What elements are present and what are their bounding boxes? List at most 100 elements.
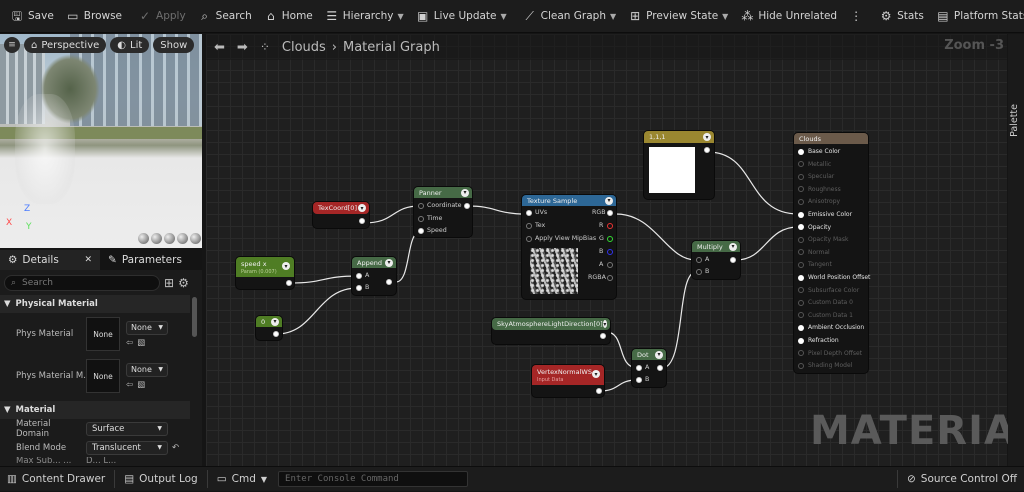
result-pin-row[interactable]: Subsurface Color	[798, 287, 859, 294]
phys-material-map-thumbnail[interactable]: None	[86, 359, 120, 393]
panner-output-pin[interactable]	[464, 203, 470, 209]
chevron-down-icon[interactable]: ▾	[703, 133, 711, 141]
result-input-pin[interactable]	[798, 274, 804, 281]
close-icon[interactable]: ✕	[84, 255, 92, 265]
blend-mode-select[interactable]: Translucent▼	[86, 440, 168, 455]
more-options-button[interactable]: ⋮	[843, 3, 869, 29]
chevron-down-icon[interactable]: ▾	[655, 350, 663, 359]
reset-icon[interactable]: ↶	[172, 442, 180, 453]
dot-input-b-pin[interactable]	[636, 377, 642, 383]
panner-speed-pin[interactable]	[418, 228, 424, 234]
result-input-pin[interactable]	[798, 211, 804, 218]
result-input-pin[interactable]	[798, 312, 804, 319]
live-update-dropdown[interactable]: ▣Live Update▼	[417, 9, 507, 23]
platform-stats-button[interactable]: ▤Platform Stats	[937, 9, 1024, 23]
browse-icon[interactable]: ▧	[137, 337, 146, 348]
result-pin-row[interactable]: Custom Data 0	[798, 299, 853, 306]
multiply-input-a-pin[interactable]	[696, 257, 702, 263]
node-texture-sample[interactable]: Texture Sample▾ UVs Tex Apply View MipBi…	[522, 195, 616, 299]
console-command-input[interactable]: Enter Console Command	[278, 471, 469, 487]
viewport-menu-button[interactable]: ≡	[4, 37, 20, 53]
result-pin-row[interactable]: Normal	[798, 249, 830, 256]
append-output-pin[interactable]	[386, 279, 392, 285]
phys-material-thumbnail[interactable]: None	[86, 317, 120, 351]
texture-uvs-pin[interactable]	[526, 210, 532, 216]
chevron-down-icon[interactable]: ▾	[282, 262, 290, 270]
apply-button[interactable]: ✓Apply	[139, 9, 186, 23]
details-search-input[interactable]: ⌕Search	[4, 275, 160, 291]
texture-a-pin[interactable]	[607, 262, 613, 268]
source-control-button[interactable]: ⊘Source Control Off	[906, 473, 1017, 485]
texcoord-output-pin[interactable]	[359, 218, 365, 224]
clean-graph-dropdown[interactable]: ⟋Clean Graph▼	[517, 3, 623, 29]
append-input-b-pin[interactable]	[356, 285, 362, 291]
multiply-output-pin[interactable]	[730, 257, 736, 263]
chevron-down-icon[interactable]: ▾	[592, 370, 600, 378]
browse-icon[interactable]: ▧	[137, 379, 146, 390]
sphere-preview-icon[interactable]	[138, 233, 149, 244]
sky-atmosphere-output-pin[interactable]	[600, 333, 606, 339]
home-button[interactable]: ⌂Home	[258, 3, 319, 29]
texture-r-pin[interactable]	[607, 223, 613, 229]
constant3-output-pin[interactable]	[704, 147, 710, 153]
category-material[interactable]: ▼Material	[0, 401, 190, 419]
result-input-pin[interactable]	[798, 261, 804, 268]
category-physical-material[interactable]: ▼Physical Material	[0, 295, 190, 313]
result-pin-row[interactable]: Metallic	[798, 161, 831, 168]
phys-material-dropdown[interactable]: None▼	[126, 320, 168, 335]
append-input-a-pin[interactable]	[356, 273, 362, 279]
speed-x-output-pin[interactable]	[286, 280, 292, 286]
details-scrollbar[interactable]	[192, 297, 197, 337]
result-pin-row[interactable]: Custom Data 1	[798, 312, 853, 319]
perspective-button[interactable]: ⌂Perspective	[24, 37, 107, 53]
result-input-pin[interactable]	[798, 173, 804, 180]
texture-tex-pin[interactable]	[526, 223, 532, 229]
show-button[interactable]: Show	[153, 37, 195, 53]
zero-output-pin[interactable]	[273, 331, 279, 337]
result-pin-row[interactable]: Pixel Depth Offset	[798, 350, 862, 357]
tab-details[interactable]: ⚙Details✕	[0, 250, 100, 270]
chevron-down-icon[interactable]: ▾	[385, 258, 393, 267]
result-input-pin[interactable]	[798, 186, 804, 193]
preview-viewport[interactable]	[0, 34, 202, 248]
result-pin-row[interactable]: Emissive Color	[798, 211, 852, 218]
hierarchy-dropdown[interactable]: ☰Hierarchy▼	[326, 9, 404, 23]
lit-button[interactable]: ◐Lit	[110, 37, 150, 53]
hide-unrelated-button[interactable]: ⁂Hide Unrelated	[741, 9, 838, 23]
result-input-pin[interactable]	[798, 362, 804, 369]
content-drawer-button[interactable]: ▥Content Drawer	[7, 473, 106, 485]
phys-material-map-dropdown[interactable]: None▼	[126, 362, 168, 377]
result-input-pin[interactable]	[798, 198, 804, 205]
result-pin-row[interactable]: Ambient Occlusion	[798, 324, 864, 331]
result-input-pin[interactable]	[798, 148, 804, 155]
plane-preview-icon[interactable]	[164, 233, 175, 244]
node-constant-zero[interactable]: 0▾	[256, 316, 282, 340]
chevron-down-icon[interactable]: ▾	[729, 242, 737, 251]
palette-panel-tab[interactable]: Palette	[1008, 34, 1024, 466]
material-domain-select[interactable]: Surface▼	[86, 421, 168, 436]
back-arrow-icon[interactable]: ⬅	[214, 39, 225, 55]
use-selected-icon[interactable]: ⇦	[126, 379, 134, 390]
result-pin-row[interactable]: Opacity	[798, 224, 831, 231]
texture-rgb-pin[interactable]	[607, 210, 613, 216]
dot-output-pin[interactable]	[657, 365, 663, 371]
custom-mesh-preview-icon[interactable]	[190, 233, 201, 244]
node-multiply[interactable]: Multiply▾ A B	[692, 241, 740, 279]
multiply-input-b-pin[interactable]	[696, 269, 702, 275]
result-input-pin[interactable]	[798, 324, 804, 331]
breadcrumb-clouds[interactable]: Clouds	[281, 39, 326, 55]
result-pin-row[interactable]: Roughness	[798, 186, 841, 193]
output-log-button[interactable]: ▤Output Log	[124, 473, 198, 485]
result-input-pin[interactable]	[798, 350, 804, 357]
stats-button[interactable]: ⚙Stats	[880, 9, 924, 23]
chevron-down-icon[interactable]: ▾	[271, 317, 279, 326]
node-append[interactable]: Append▾ A B	[352, 257, 396, 295]
result-input-pin[interactable]	[798, 287, 804, 294]
node-sky-atmosphere-light-direction[interactable]: SkyAtmosphereLightDirection[0]▾	[492, 318, 610, 344]
gear-icon[interactable]: ⚙	[178, 276, 189, 290]
result-input-pin[interactable]	[798, 299, 804, 306]
preview-state-dropdown[interactable]: ⊞Preview State▼	[630, 9, 729, 23]
